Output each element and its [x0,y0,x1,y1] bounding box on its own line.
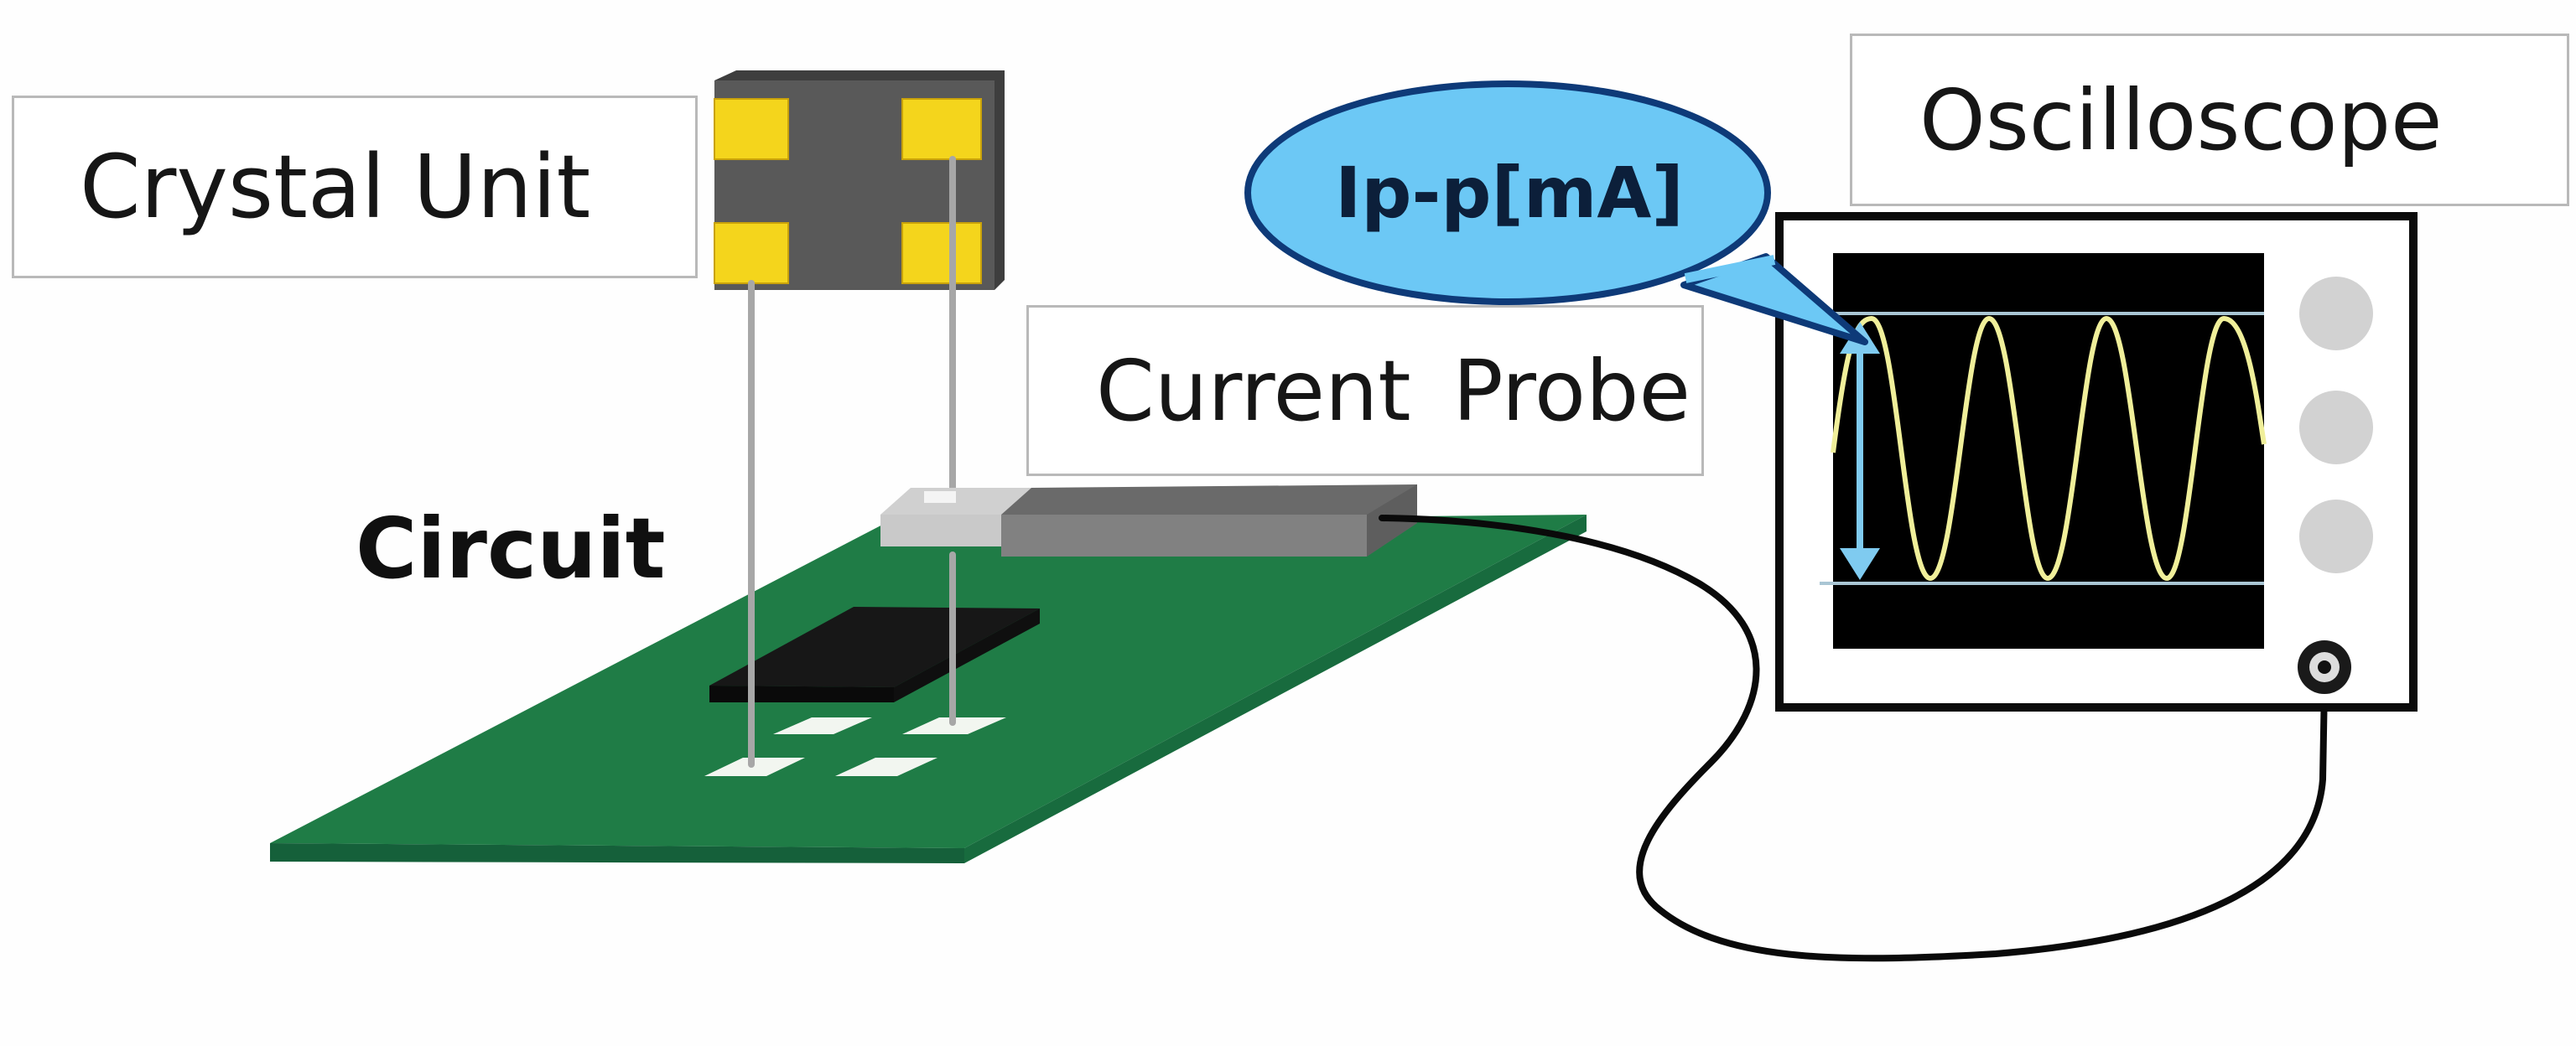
crystal-leads [748,156,956,768]
round-button-icon [2299,277,2373,573]
solder-pads [704,717,1006,776]
circuit-board [270,515,1587,863]
sine-waveform [1831,315,2267,582]
oscilloscope-label: Oscilloscope [1850,34,2569,206]
crystal-unit-label-text: Crystal Unit [80,136,591,238]
circuit-label: Circuit [356,500,666,598]
current-callout-bubble [1244,80,1868,345]
oscilloscope [1775,212,2418,712]
bnc-connector-icon [2298,640,2351,694]
current-probe [880,484,1417,557]
probe-cable [1379,515,2328,962]
callout-text: Ip-p[mA] [1258,134,1761,251]
crystal-unit [714,70,1005,768]
current-probe-label: Current Probe [1026,305,1704,476]
peak-to-peak-current-label: Ip-p[mA] [1335,152,1684,234]
current-probe-label-text: Current Probe [1096,341,1691,440]
ic-chip [709,607,1040,702]
peak-reference-lines [1820,312,2264,585]
crystal-pads [714,98,982,284]
crystal-unit-label: Crystal Unit [12,96,698,278]
oscilloscope-label-text: Oscilloscope [1919,70,2443,169]
